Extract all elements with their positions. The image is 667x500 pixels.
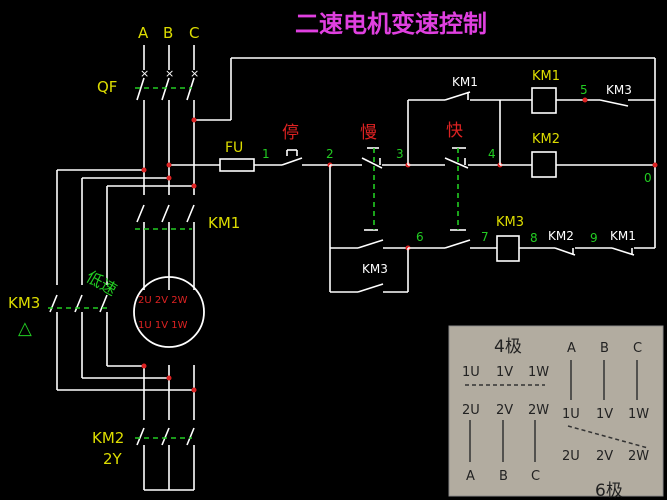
svg-text:×: × (190, 67, 199, 80)
plate-a-top: A (567, 341, 576, 356)
plate-2u: 2U (462, 403, 480, 418)
diagram-title: 二速电机变速控制 (295, 10, 487, 38)
km1-aux-label: KM1 (452, 75, 478, 89)
km2-nc-label: KM2 (548, 229, 574, 243)
plate-2w: 2W (528, 403, 549, 418)
plate-right-2u: 2U (562, 449, 580, 464)
plate-c-top: C (633, 341, 642, 356)
plate-2v: 2V (496, 403, 513, 418)
km1-main-label: KM1 (208, 214, 240, 232)
plate-right-1w: 1W (628, 407, 649, 422)
km1-coil-label: KM1 (532, 69, 560, 84)
node-2: 2 (326, 147, 334, 161)
plate-b-top: B (600, 341, 609, 356)
km3-main-label: KM3 (8, 294, 40, 312)
phase-a-label: A (138, 24, 149, 42)
node-5: 5 (580, 83, 588, 97)
four-pole-label: 4极 (494, 337, 522, 357)
qf-label: QF (97, 78, 117, 96)
motor-speed-note: 低速 (83, 267, 120, 299)
phase-c-label: C (189, 24, 199, 42)
node-7: 7 (481, 230, 489, 244)
plate-right-1v: 1V (596, 407, 613, 422)
terminal-plate: 4极 6极 1U 1V 1W 2U 2V 2W A B C A B C 1U 1… (448, 325, 664, 500)
node-4: 4 (488, 147, 496, 161)
node-6: 6 (416, 230, 424, 244)
node-3: 3 (396, 147, 404, 161)
plate-right-1u: 1U (562, 407, 580, 422)
plate-1w: 1W (528, 365, 549, 380)
phase-b-label: B (163, 24, 173, 42)
km2-coil-label: KM2 (532, 132, 560, 147)
fu-label: FU (225, 140, 243, 156)
km3-hold-label: KM3 (362, 262, 388, 276)
fast-label: 快 (446, 121, 463, 141)
plate-b-bottom: B (499, 469, 508, 484)
km2-main-label: KM2 (92, 429, 124, 447)
km3-coil-label: KM3 (496, 215, 524, 230)
plate-c-bottom: C (531, 469, 540, 484)
plate-1v: 1V (496, 365, 513, 380)
plate-right-2v: 2V (596, 449, 613, 464)
node-0: 0 (644, 171, 652, 185)
main-power-lines: × × × (49, 45, 199, 491)
svg-text:×: × (165, 67, 174, 80)
km3-nc-label: KM3 (606, 83, 632, 97)
slow-label: 慢 (360, 122, 377, 143)
plate-right-2w: 2W (628, 449, 649, 464)
stop-label: 停 (282, 123, 299, 143)
svg-text:×: × (140, 67, 149, 80)
node-8: 8 (530, 231, 538, 245)
motor-terminals-bottom: 1U 1V 1W (138, 320, 188, 331)
delta-symbol: △ (18, 318, 32, 339)
km1-nc-label: KM1 (610, 229, 636, 243)
motor-terminals-top: 2U 2V 2W (138, 295, 188, 306)
plate-a-bottom: A (466, 469, 475, 484)
six-pole-label: 6极 (595, 481, 623, 500)
plate-1u: 1U (462, 365, 480, 380)
2y-label: 2Y (103, 450, 123, 468)
node-9: 9 (590, 231, 598, 245)
node-1: 1 (262, 147, 270, 161)
